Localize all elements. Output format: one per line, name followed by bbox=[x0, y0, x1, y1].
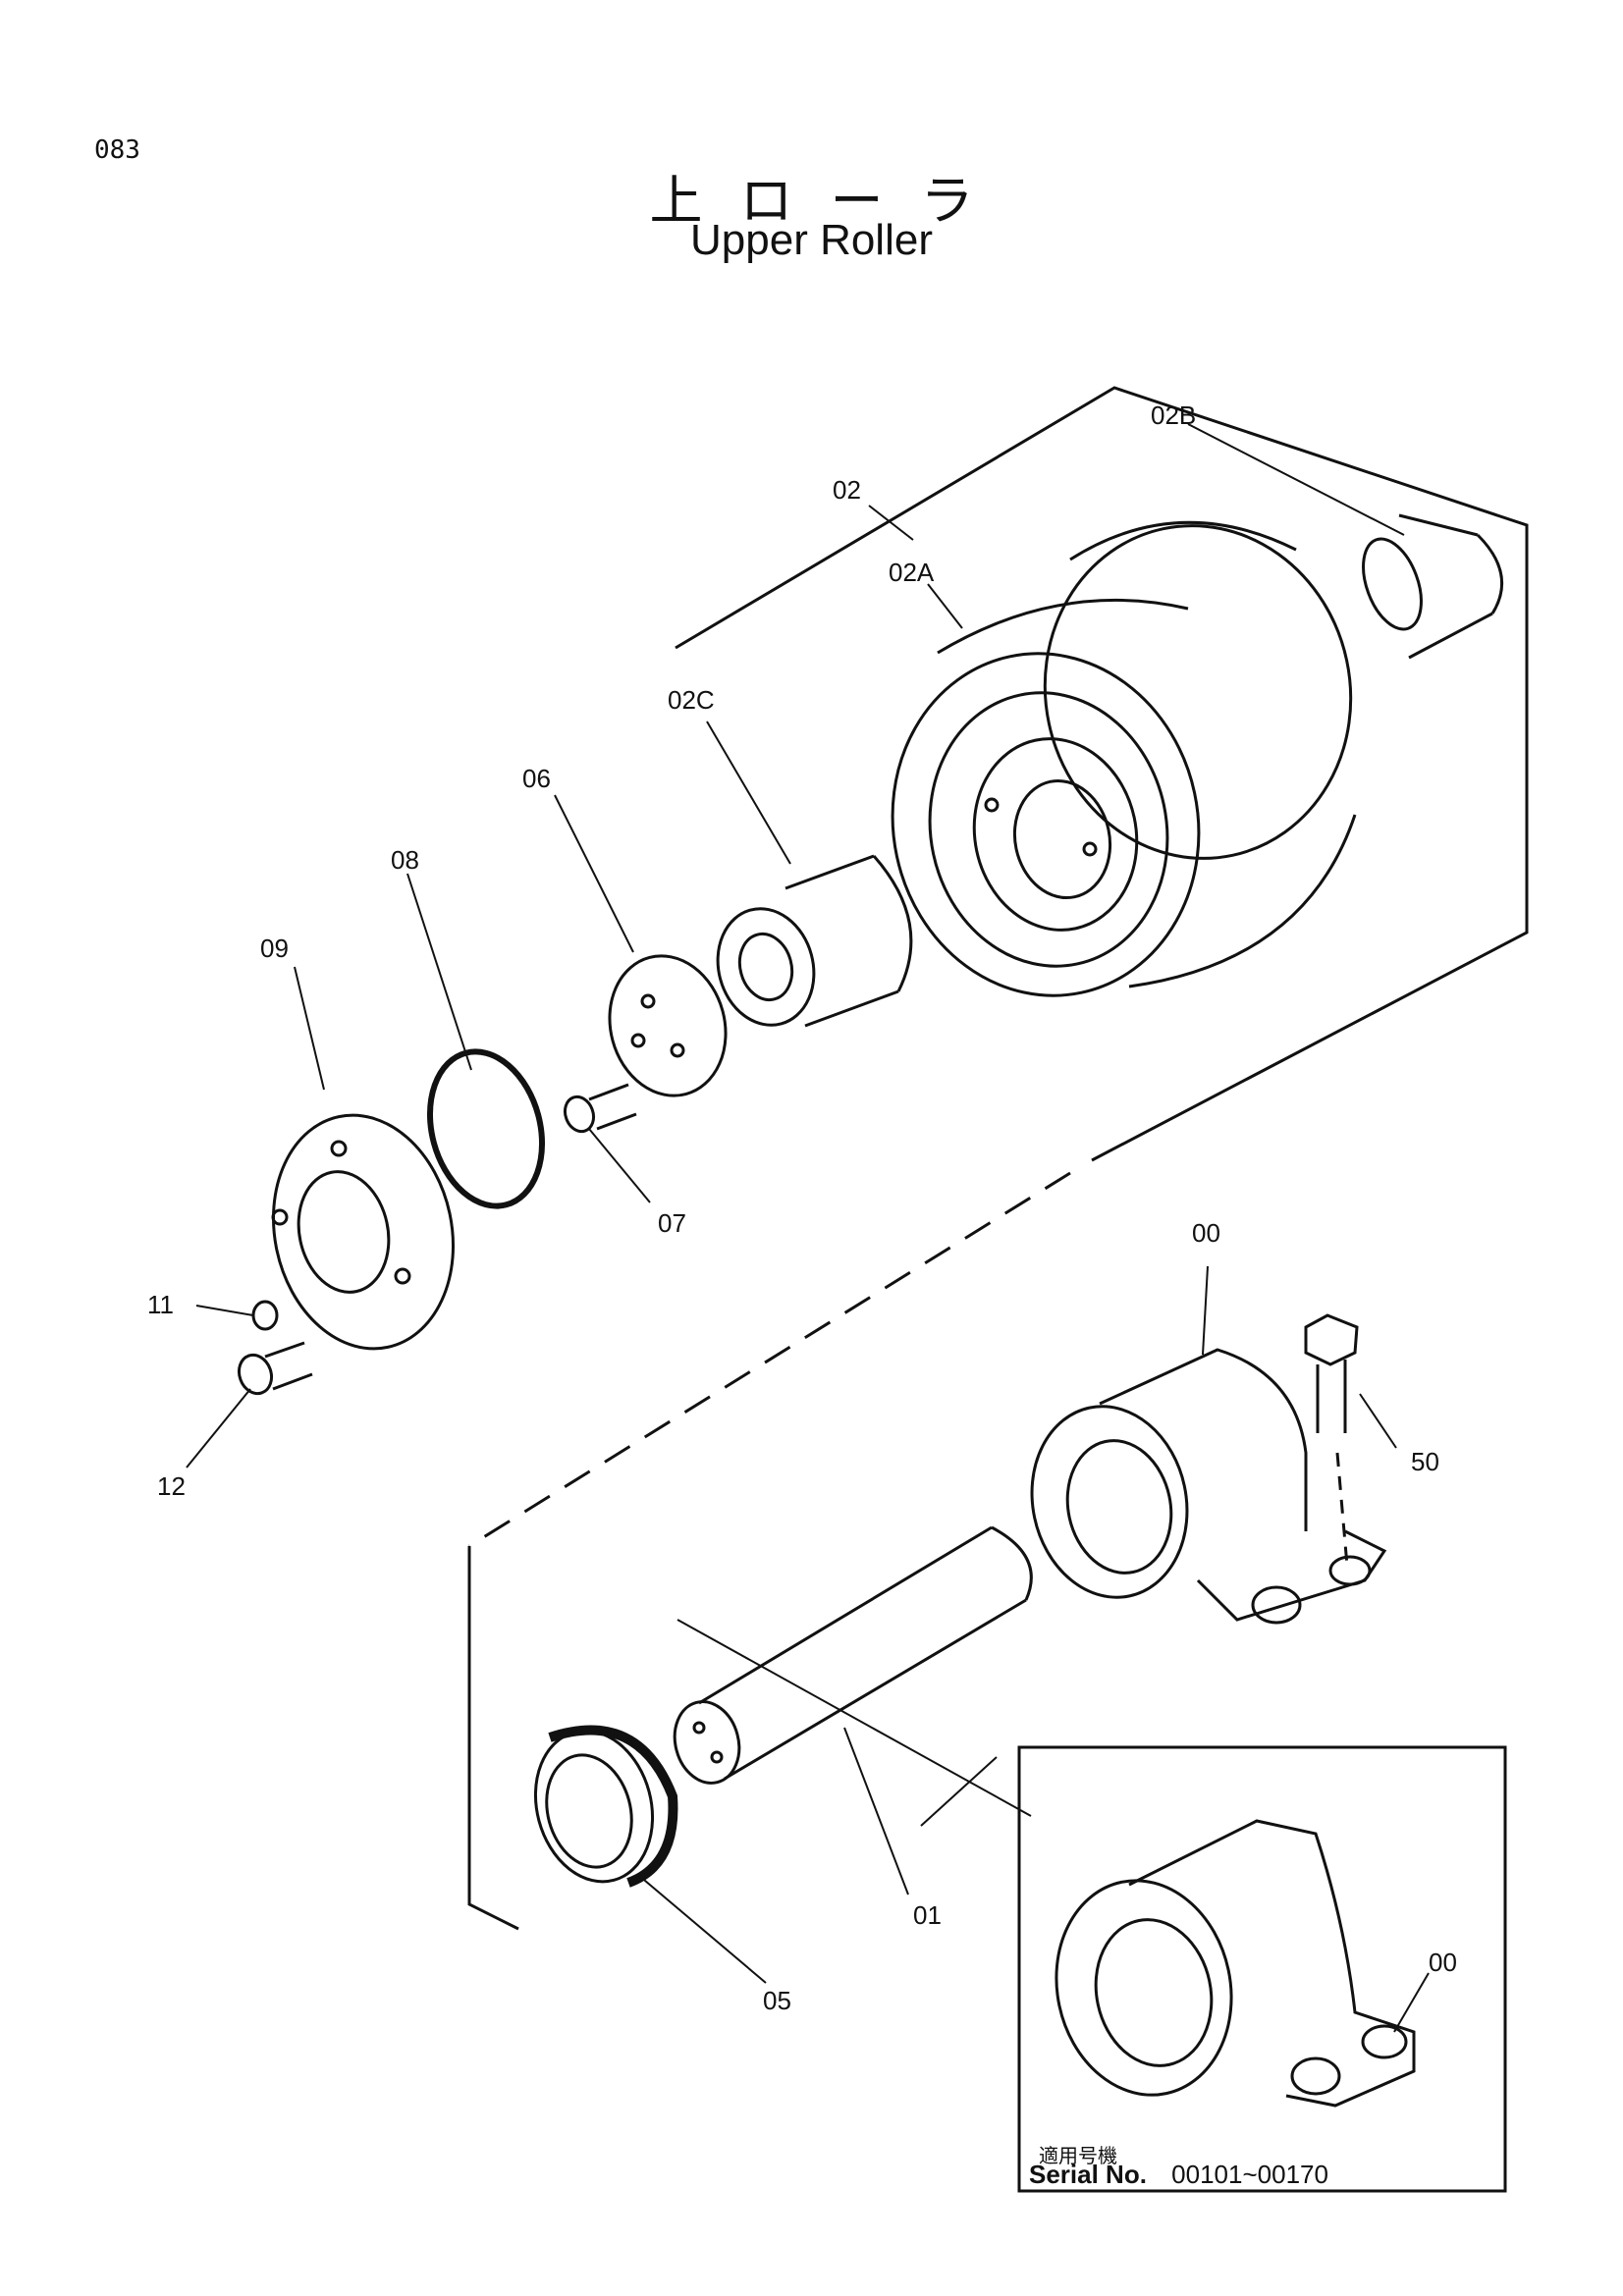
part-label-08: 08 bbox=[391, 845, 419, 875]
bolt-07 bbox=[563, 1083, 637, 1134]
part-label-02A: 02A bbox=[889, 558, 935, 587]
title-english: Upper Roller bbox=[690, 216, 933, 264]
lower-assembly-bracket bbox=[467, 1546, 519, 1931]
title-japanese: 上ローラ bbox=[649, 170, 1011, 232]
leader-lines bbox=[186, 423, 1405, 1984]
part-label-02C: 02C bbox=[668, 685, 715, 715]
part-label-11: 11 bbox=[147, 1290, 174, 1319]
part-label-02B: 02B bbox=[1151, 400, 1196, 430]
part-label-00: 00 bbox=[1192, 1218, 1220, 1248]
inset-frame bbox=[1017, 1745, 1507, 2193]
bolt-50 bbox=[1304, 1313, 1359, 1567]
part-label-01: 01 bbox=[913, 1900, 942, 1930]
part-label-02: 02 bbox=[833, 475, 861, 505]
part-label-09: 09 bbox=[260, 934, 289, 963]
inset-applicable-label: 適用号機 bbox=[1039, 2144, 1117, 2167]
serial-range: 00101~00170 bbox=[1171, 2160, 1328, 2189]
upper-assembly-bracket bbox=[468, 386, 1529, 1548]
o-ring-08 bbox=[426, 1048, 546, 1209]
bushing-02B bbox=[1362, 513, 1504, 660]
part-label-06: 06 bbox=[522, 764, 551, 793]
cover-09 bbox=[271, 1113, 456, 1351]
bracket-00 bbox=[1030, 1348, 1387, 1625]
inset-serial-caption: Serial No. 00101~00170 bbox=[1029, 2160, 1328, 2190]
inset-part-label-00: 00 bbox=[1429, 1948, 1457, 1977]
part-label-50: 50 bbox=[1411, 1447, 1439, 1476]
sleeve-02C bbox=[716, 854, 913, 1028]
part-label-07: 07 bbox=[658, 1208, 686, 1238]
plug-11 bbox=[251, 1300, 279, 1331]
shaft-01 bbox=[673, 1525, 1033, 1785]
plate-06 bbox=[608, 954, 728, 1097]
serial-prefix: Serial No. bbox=[1029, 2160, 1147, 2189]
roller-body-02 bbox=[891, 520, 1357, 997]
page-number: 083 bbox=[94, 135, 140, 165]
part-label-05: 05 bbox=[763, 1986, 791, 2015]
seal-05 bbox=[533, 1725, 678, 1888]
part-label-12: 12 bbox=[157, 1471, 186, 1501]
bolt-12 bbox=[237, 1341, 313, 1396]
